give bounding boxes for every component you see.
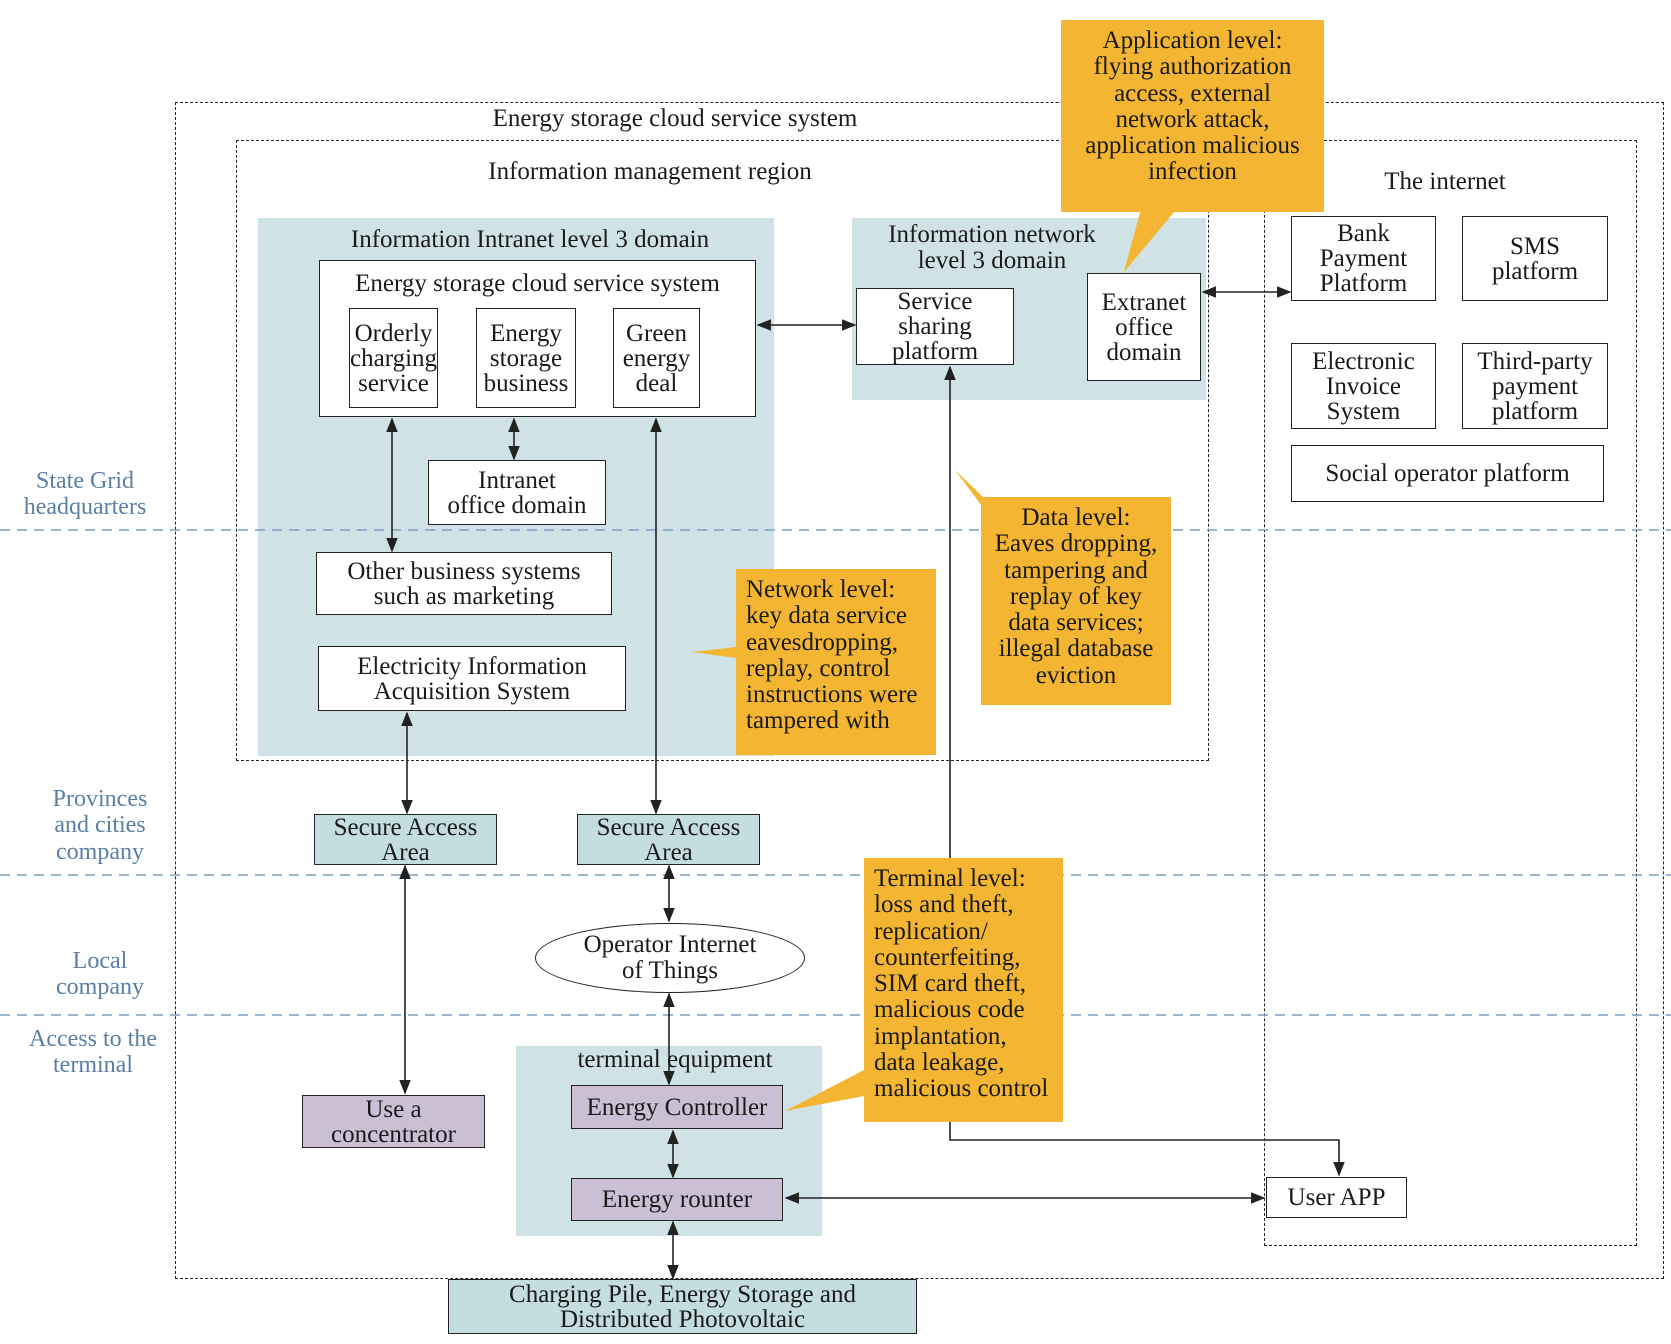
concentrator: Use a concentrator <box>302 1095 485 1148</box>
sms-platform: SMS platform <box>1462 216 1608 301</box>
green-energy-deal: Green energy deal <box>613 308 700 408</box>
cloud-service-system-title: Energy storage cloud service system <box>355 270 720 297</box>
side-label-provinces: Provinces and cities company <box>52 786 148 865</box>
terminal-callout-pointer <box>785 1070 864 1111</box>
service-sharing-platform: Service sharing platform <box>856 288 1014 365</box>
social-operator-platform: Social operator platform <box>1291 445 1604 502</box>
operator-iot: Operator Internet of Things <box>535 923 805 993</box>
side-label-access-terminal: Access to the terminal <box>29 1026 157 1079</box>
terminal-equipment-title: terminal equipment <box>577 1046 773 1073</box>
data-level-callout: Data level: Eaves dropping, tampering an… <box>981 497 1171 705</box>
other-business-systems: Other business systems such as marketing <box>316 552 612 615</box>
network-callout-pointer <box>692 647 736 658</box>
bank-payment-platform: Bank Payment Platform <box>1291 216 1436 301</box>
energy-controller: Energy Controller <box>571 1085 783 1129</box>
secure-access-area-1: Secure Access Area <box>314 814 497 865</box>
electricity-info-acquisition-system: Electricity Information Acquisition Syst… <box>318 646 626 711</box>
internet-title: The internet <box>1384 168 1506 195</box>
application-callout-pointer <box>1124 205 1180 272</box>
secure-access-area-2: Secure Access Area <box>577 814 760 865</box>
electronic-invoice-system: Electronic Invoice System <box>1291 343 1436 429</box>
terminal-level-callout: Terminal level: loss and theft, replicat… <box>864 858 1063 1122</box>
application-level-callout: Application level: flying authorization … <box>1061 20 1324 212</box>
intranet-office-domain: Intranet office domain <box>428 460 606 525</box>
outer-system-title: Energy storage cloud service system <box>492 105 858 132</box>
user-app: User APP <box>1266 1177 1407 1218</box>
energy-storage-business: Energy storage business <box>476 308 576 408</box>
intranet-domain-title: Information Intranet level 3 domain <box>350 226 710 253</box>
orderly-charging-service: Orderly charging service <box>349 308 438 408</box>
info-mgmt-title: Information management region <box>488 158 812 185</box>
charging-pile-storage-pv: Charging Pile, Energy Storage and Distri… <box>448 1279 917 1334</box>
network-level-callout: Network level: key data service eavesdro… <box>736 569 936 755</box>
extranet-office-domain: Extranet office domain <box>1087 273 1201 381</box>
third-party-payment-platform: Third-party payment platform <box>1462 343 1608 429</box>
side-label-state-grid: State Grid headquarters <box>23 468 147 521</box>
outer-system-frame <box>175 102 1664 1279</box>
network-domain-title: Information network level 3 domain <box>888 221 1096 275</box>
energy-router: Energy rounter <box>571 1178 783 1221</box>
side-label-local: Local company <box>56 948 144 1001</box>
arrow-userapp-service-sharing <box>944 365 1345 1177</box>
